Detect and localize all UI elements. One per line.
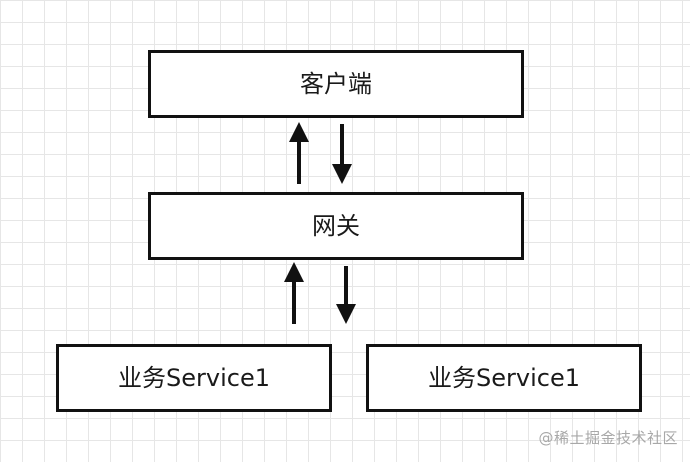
arrow-up-gateway-to-client bbox=[289, 122, 309, 184]
gateway-node: 网关 bbox=[148, 192, 524, 260]
arrow-up-service-to-gateway bbox=[284, 262, 304, 324]
gateway-label: 网关 bbox=[312, 212, 360, 240]
service-node-left: 业务Service1 bbox=[56, 344, 332, 412]
arrow-down-client-to-gateway bbox=[332, 124, 352, 184]
watermark-text: @稀土掘金技术社区 bbox=[538, 429, 678, 447]
client-label: 客户端 bbox=[300, 70, 372, 98]
arrow-down-gateway-to-service bbox=[336, 266, 356, 324]
service-right-label: 业务Service1 bbox=[428, 364, 580, 392]
service-left-label: 业务Service1 bbox=[118, 364, 270, 392]
service-node-right: 业务Service1 bbox=[366, 344, 642, 412]
client-node: 客户端 bbox=[148, 50, 524, 118]
